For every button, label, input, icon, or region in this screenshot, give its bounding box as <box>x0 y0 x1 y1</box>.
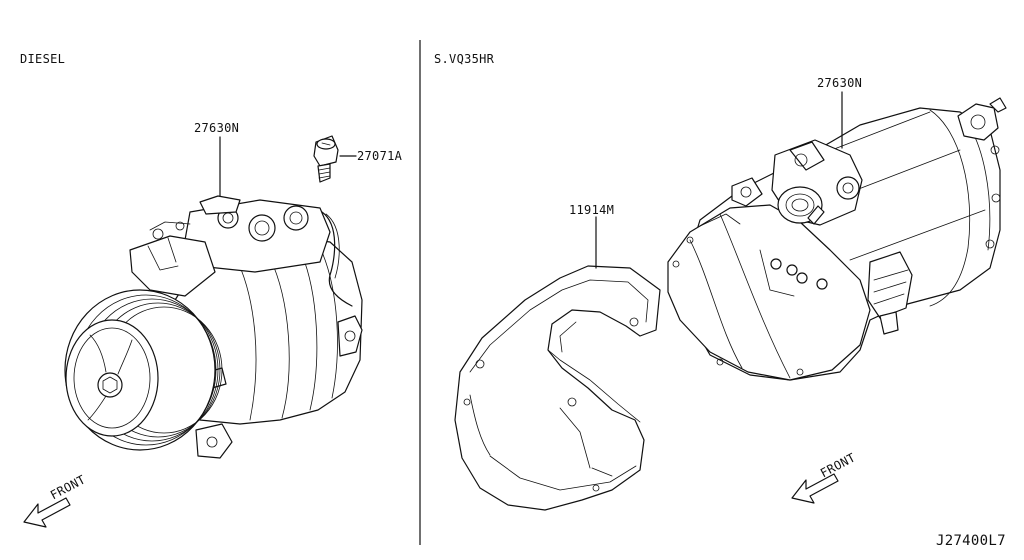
callout-27630N-left: 27630N <box>194 121 240 135</box>
front-arrow-left <box>23 497 71 528</box>
figure-id: J27400L7 <box>936 533 1006 549</box>
vq35hr-compressor-drawing <box>667 97 1007 381</box>
callout-27071A: 27071A <box>357 149 403 163</box>
callout-11914M: 11914M <box>569 203 615 217</box>
section-title-vq35hr: S.VQ35HR <box>434 52 495 66</box>
callout-27630N-right: 27630N <box>817 76 863 90</box>
heat-shield-drawing <box>454 265 661 511</box>
front-arrow-right <box>791 473 839 504</box>
bolt-27071A-drawing <box>313 135 339 183</box>
section-title-diesel: DIESEL <box>20 52 66 66</box>
diesel-compressor-drawing <box>64 195 363 459</box>
